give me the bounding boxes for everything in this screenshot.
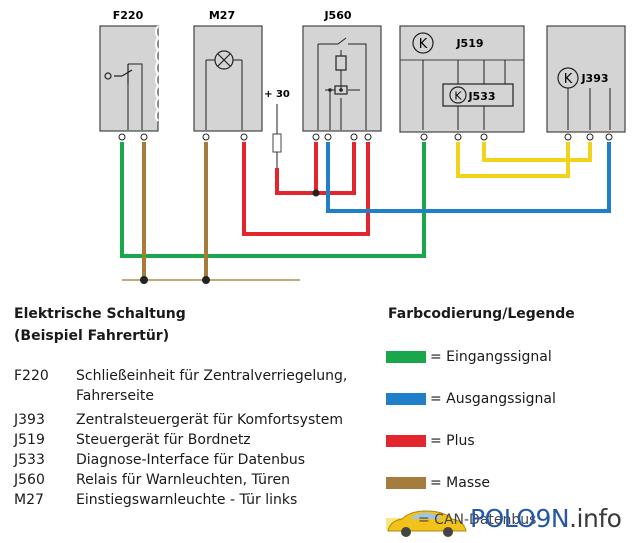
watermark-logo — [384, 505, 634, 539]
legend-swatch — [386, 435, 426, 447]
wire-can-low — [482, 142, 592, 162]
caption-title-line2: (Beispiel Fahrertür) — [14, 328, 170, 344]
component-label: F220 — [113, 9, 144, 22]
wire-plus-m27 — [242, 142, 370, 236]
legend-swatch — [386, 393, 426, 405]
component-code: M27 — [14, 492, 44, 508]
component-label: J519 — [455, 37, 483, 50]
supply-plus30: + 30 — [264, 89, 290, 168]
wire-plus-supply — [275, 142, 318, 195]
legend-label: = Ausgangssignal — [430, 391, 556, 407]
component-j393: K J393 — [546, 25, 626, 133]
component-code: F220 — [14, 368, 49, 384]
wire-output-signal — [326, 142, 611, 213]
legend-title: Farbcodierung/Legende — [388, 306, 575, 322]
component-label: J393 — [580, 72, 608, 85]
caption-title-line1: Elektrische Schaltung — [14, 306, 186, 322]
legend-entry: = Plus — [386, 431, 475, 451]
wire-plus-j560 — [316, 142, 356, 195]
component-description: Diagnose-Interface für Datenbus — [76, 452, 306, 468]
k-symbol-text: K — [454, 90, 462, 103]
legend-label: = Eingangssignal — [430, 349, 552, 365]
component-label: M27 — [209, 9, 235, 22]
legend-entry: = Ausgangssignal — [386, 389, 556, 409]
component-code: J393 — [14, 412, 45, 428]
component-description: Relais für Warnleuchten, Türen — [76, 472, 290, 488]
component-label: J533 — [467, 90, 495, 103]
legend-label-can: = CAN-Datenbus — [418, 512, 537, 528]
component-code: J560 — [14, 472, 45, 488]
legend-swatch — [386, 477, 426, 489]
legend-swatch — [386, 351, 426, 363]
component-code: J533 — [14, 452, 45, 468]
k-symbol-icon — [449, 86, 467, 104]
supply-label: + 30 — [264, 89, 290, 100]
component-m27: M27 — [193, 9, 263, 132]
component-description: Schließeinheit für Zentralverriegelung, … — [76, 368, 348, 404]
watermark-brand: POLO9N — [470, 504, 570, 533]
car-icon — [387, 510, 467, 537]
legend-label: = Plus — [430, 433, 475, 449]
k-symbol-icon — [412, 32, 434, 54]
k-symbol-text: K — [564, 72, 573, 87]
component-description: Steuergerät für Bordnetz — [76, 432, 251, 448]
component-code: J519 — [14, 432, 45, 448]
watermark-suffix: .info — [569, 504, 622, 533]
component-j560: J560 — [302, 9, 382, 132]
legend-label: = Masse — [430, 475, 491, 491]
component-description: Zentralsteuergerät für Komfortsystem — [76, 412, 344, 428]
component-j519: K J519 K J533 — [399, 25, 525, 133]
component-label: J560 — [323, 9, 351, 22]
watermark-text: POLO9N.info — [470, 504, 622, 533]
wiring-diagram: F220 M27 J560 K J519 K J533 K — [99, 9, 626, 284]
wire-input-signal — [120, 142, 426, 258]
component-description: Einstiegswarnleuchte - Tür links — [76, 492, 298, 508]
legend-entry: = Masse — [386, 473, 490, 493]
legend-entry: = Eingangssignal — [386, 347, 552, 367]
connector-pins — [118, 133, 613, 141]
component-f220: F220 — [99, 9, 160, 132]
k-symbol-text: K — [419, 37, 428, 52]
